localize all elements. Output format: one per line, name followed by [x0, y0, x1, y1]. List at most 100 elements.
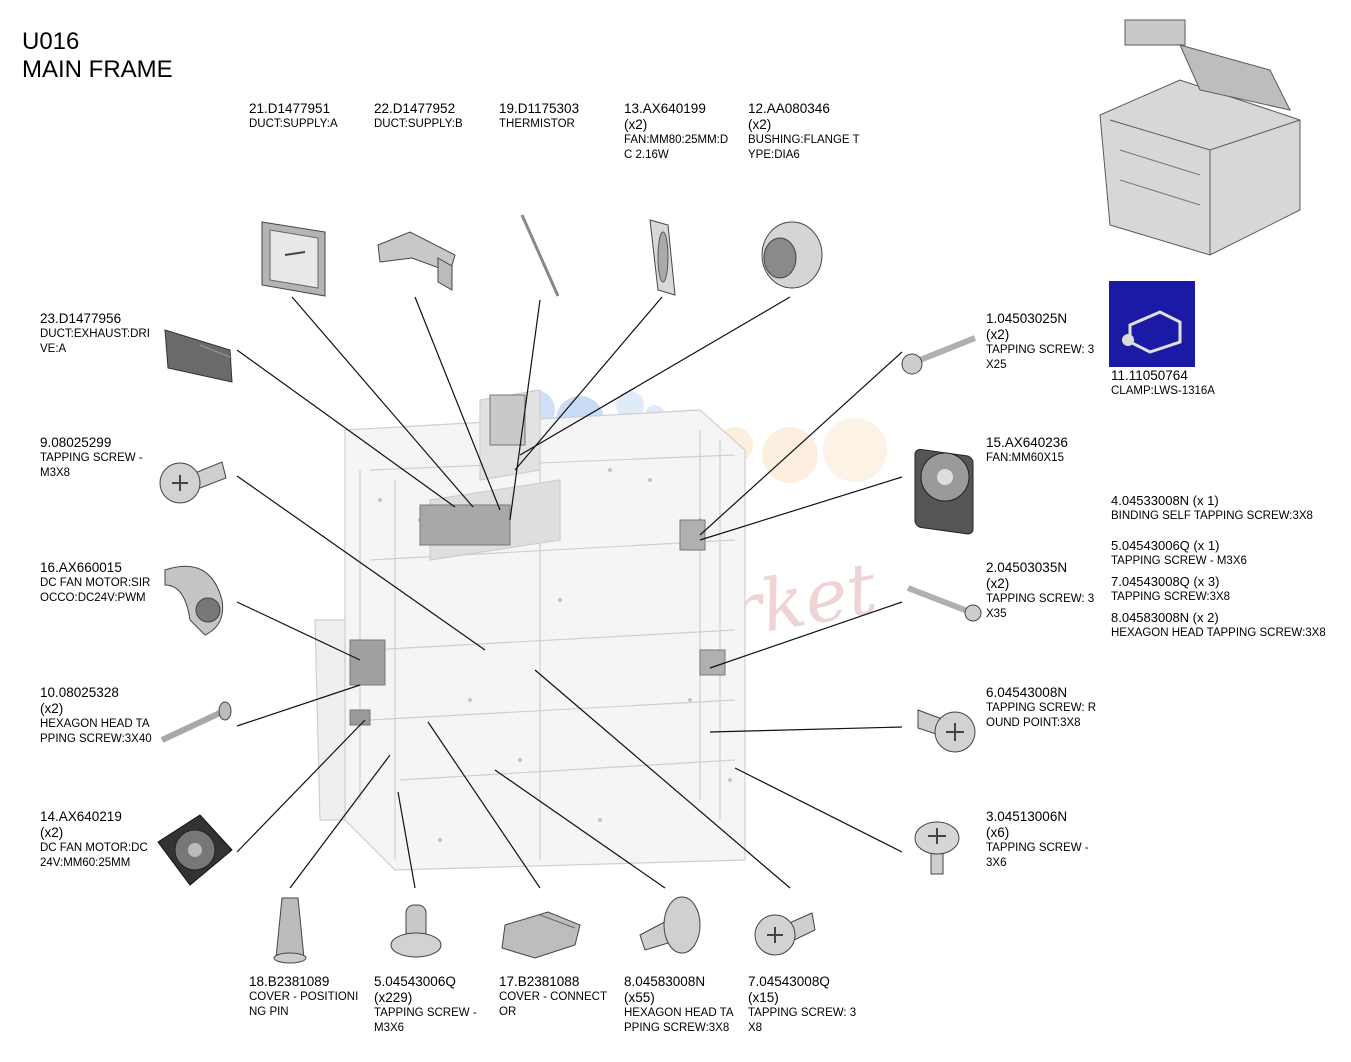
part-label-10: 10.08025328 (x2) HEXAGON HEAD TAPPING SC…: [40, 685, 152, 747]
note-item: 5.04543006Q (x 1) TAPPING SCREW - M3X6: [1111, 538, 1346, 569]
part-description: TAPPING SCREW: ROUND POINT:3X8: [986, 702, 1097, 729]
part-label-9: 9.08025299 TAPPING SCREW - M3X8: [40, 435, 152, 481]
part-quantity: (x229): [374, 990, 413, 1005]
part-description: BUSHING:FLANGE TYPE:DIA6: [748, 134, 860, 161]
part-number: 23.D1477956: [40, 311, 122, 326]
fan-60mm-25-icon: [157, 814, 233, 886]
screw-3x25-icon: [901, 335, 977, 375]
note-part-description: HEXAGON HEAD TAPPING SCREW:3X8: [1111, 627, 1326, 639]
part-description: DUCT:EXHAUST:DRIVE:A: [40, 328, 150, 355]
part-number: 19.D1175303: [499, 101, 580, 116]
part-number: 5.04543006Q: [374, 974, 456, 989]
positioning-pin-icon: [273, 897, 307, 964]
part-number: 1.04503025N: [986, 311, 1068, 326]
note-part-description: BINDING SELF TAPPING SCREW:3X8: [1111, 510, 1313, 522]
part-description: HEXAGON HEAD TAPPING SCREW:3X40: [40, 718, 152, 745]
part-description: TAPPING SCREW - 3X6: [986, 842, 1089, 869]
part-quantity: (x2): [986, 576, 1010, 591]
fan-80mm-icon: [649, 219, 676, 296]
part-number: 11.11050764: [1111, 368, 1188, 383]
note-part-description: TAPPING SCREW:3X8: [1111, 591, 1231, 603]
duct-supply-b-icon: [377, 231, 456, 291]
part-quantity: (x6): [986, 825, 1010, 840]
screw-3x6-icon: [914, 821, 960, 875]
part-number: 9.08025299: [40, 435, 112, 450]
part-label-14: 14.AX640219 (x2) DC FAN MOTOR:DC24V:MM60…: [40, 809, 152, 871]
main-frame-thumbnail: [1099, 19, 1301, 256]
part-quantity: (x2): [624, 117, 648, 132]
additional-parts-list: 4.04533008N (x 1) BINDING SELF TAPPING S…: [1111, 493, 1346, 641]
part-description: FAN:MM60X15: [986, 452, 1064, 464]
note-part-line: 7.04543008Q (x 3): [1111, 574, 1220, 589]
part-label-15: 15.AX640236 FAN:MM60X15: [986, 435, 1098, 466]
part-number: 12.AA080346: [748, 101, 830, 116]
part-quantity: (x2): [40, 825, 64, 840]
part-quantity: (x2): [40, 701, 64, 716]
note-part-line: 5.04543006Q (x 1): [1111, 538, 1220, 553]
part-quantity: (x55): [624, 990, 655, 1005]
part-description: TAPPING SCREW: 3X35: [986, 593, 1095, 620]
part-quantity: (x2): [748, 117, 772, 132]
duct-exhaust-icon: [164, 329, 233, 383]
hex-screw-3x8-icon: [639, 896, 701, 954]
screw-3x40-icon: [160, 701, 232, 743]
part-label-19: 19.D1175303 THERMISTOR: [499, 101, 611, 132]
sirocco-fan-icon: [164, 565, 224, 636]
part-label-13: 13.AX640199 (x2) FAN:MM80:25MM:DC 2.16W: [624, 101, 736, 163]
part-label-5: 5.04543006Q (x229) TAPPING SCREW - M3X6: [374, 974, 486, 1036]
part-number: 2.04503035N: [986, 560, 1068, 575]
clamp-thumbnail: [1109, 281, 1195, 367]
part-number: 15.AX640236: [986, 435, 1068, 450]
part-label-16: 16.AX660015 DC FAN MOTOR:SIROCCO:DC24V:P…: [40, 560, 152, 606]
part-number: 18.B2381089: [249, 974, 330, 989]
part-label-18: 18.B2381089 COVER - POSITIONING PIN: [249, 974, 361, 1020]
part-description: TAPPING SCREW - M3X6: [374, 1007, 477, 1034]
part-description: DUCT:SUPPLY:B: [374, 118, 463, 130]
bushing-flange-icon: [761, 221, 823, 289]
part-number: 7.04543008Q: [748, 974, 830, 989]
part-number: 6.04543008N: [986, 685, 1068, 700]
screw-round-point-icon: [917, 709, 976, 753]
part-label-17: 17.B2381088 COVER - CONNECTOR: [499, 974, 611, 1020]
note-part-line: 8.04583008N (x 2): [1111, 610, 1219, 625]
section-name: MAIN FRAME: [22, 56, 173, 83]
part-number: 21.D1477951: [249, 101, 331, 116]
part-number: 14.AX640219: [40, 809, 122, 824]
section-code: U016: [22, 28, 80, 55]
part-description: DUCT:SUPPLY:A: [249, 118, 338, 130]
diagram-title: U016 MAIN FRAME: [22, 28, 173, 84]
part-description: THERMISTOR: [499, 118, 575, 130]
part-label-1: 1.04503025N (x2) TAPPING SCREW: 3X25: [986, 311, 1098, 373]
part-description: TAPPING SCREW: 3X8: [748, 1007, 857, 1034]
screw-m3x6-icon: [390, 904, 442, 958]
part-label-2: 2.04503035N (x2) TAPPING SCREW: 3X35: [986, 560, 1098, 622]
part-label-23: 23.D1477956 DUCT:EXHAUST:DRIVE:A: [40, 311, 152, 357]
note-item: 7.04543008Q (x 3) TAPPING SCREW:3X8: [1111, 574, 1346, 605]
part-number: 3.04513006N: [986, 809, 1068, 824]
note-part-line: 4.04533008N (x 1): [1111, 493, 1219, 508]
part-label-3: 3.04513006N (x6) TAPPING SCREW - 3X6: [986, 809, 1098, 871]
main-frame-outline: [314, 389, 746, 871]
part-label-12: 12.AA080346 (x2) BUSHING:FLANGE TYPE:DIA…: [748, 101, 860, 163]
screw-3x35-icon: [906, 585, 982, 622]
part-description: TAPPING SCREW - M3X8: [40, 452, 143, 479]
thermistor-icon: [520, 214, 560, 297]
connector-cover-icon: [501, 911, 581, 959]
part-number: 16.AX660015: [40, 560, 122, 575]
part-description: FAN:MM80:25MM:DC 2.16W: [624, 134, 729, 161]
screw-3x8-icon: [754, 912, 816, 956]
part-number: 22.D1477952: [374, 101, 456, 116]
part-description: CLAMP:LWS-1316A: [1111, 385, 1215, 397]
screw-m3x8-icon: [159, 461, 227, 504]
part-label-6: 6.04543008N TAPPING SCREW: ROUND POINT:3…: [986, 685, 1098, 731]
part-description: TAPPING SCREW: 3X25: [986, 344, 1095, 371]
frame-detail-dots: [378, 468, 732, 842]
part-quantity: (x15): [748, 990, 779, 1005]
callout-lines: [236, 296, 903, 889]
part-number: 10.08025328: [40, 685, 119, 700]
part-label-22: 22.D1477952 DUCT:SUPPLY:B: [374, 101, 486, 132]
part-label-8: 8.04583008N (x55) HEXAGON HEAD TAPPING S…: [624, 974, 736, 1036]
duct-supply-a-icon: [261, 221, 326, 297]
part-number: 17.B2381088: [499, 974, 580, 989]
